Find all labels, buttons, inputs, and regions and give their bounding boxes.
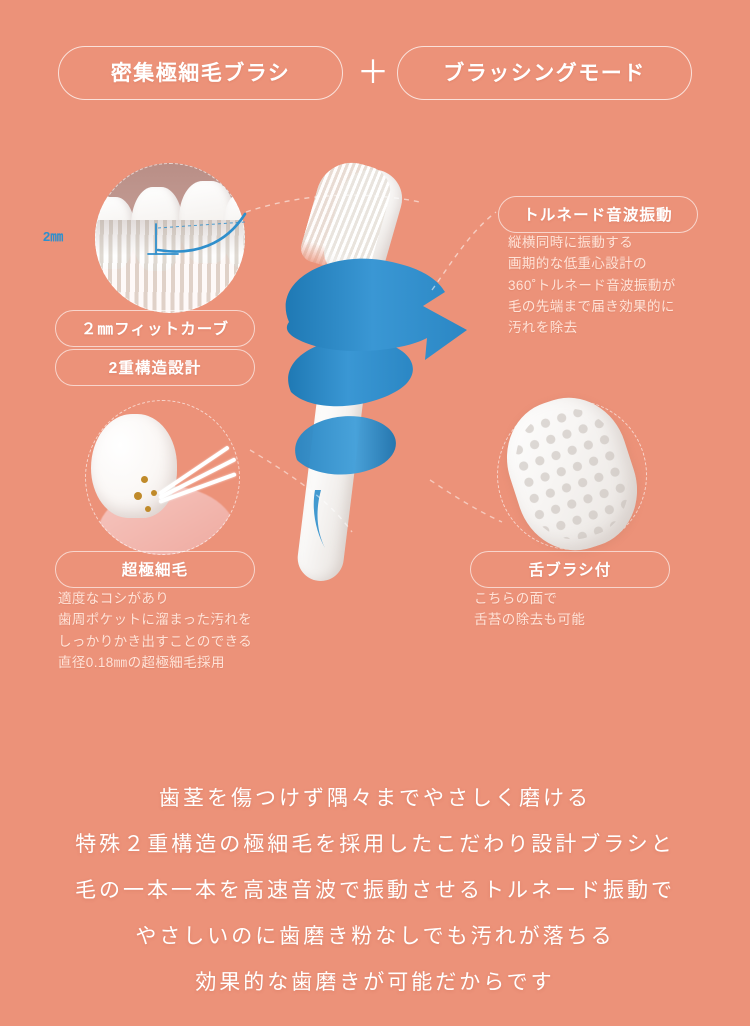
header-pill-mode: ブラッシングモード [397, 46, 692, 100]
connector-lines [245, 194, 503, 533]
ultra-fine-description: 適度なコシがあり 歯周ポケットに溜まった汚れを しっかりかき出すことのできる 直… [58, 591, 253, 670]
summary-copy: 歯茎を傷つけず隅々までやさしく磨ける 特殊２重構造の極細毛を採用したこだわり設計… [0, 775, 750, 1005]
fit-curve-overlay [147, 212, 247, 255]
plus-icon: ＋ [357, 54, 390, 90]
summary-line: やさしいのに歯磨き粉なしでも汚れが落ちる [135, 924, 615, 948]
header-pill-brush: 密集極細毛ブラシ [58, 46, 343, 100]
measure-2mm-label: 2㎜ [43, 229, 64, 244]
pill-tongue-brush: 舌ブラシ付 [470, 551, 670, 588]
tongue-brush-description: こちらの面で 舌苔の除去も可能 [474, 591, 586, 628]
pill-tornado: トルネード音波振動 [498, 196, 698, 233]
toothbrush-illustration [255, 154, 495, 584]
pill-ultra-fine-bristle: 超極細毛 [55, 551, 255, 588]
tornado-description: 縦横同時に振動する 画期的な低重心設計の 360˚トルネード音波振動が 毛の先端… [508, 235, 676, 336]
pill-fit-curve: ２㎜フィットカーブ [55, 310, 255, 347]
summary-line: 効果的な歯磨きが可能だからです [195, 970, 555, 994]
summary-line: 歯茎を傷つけず隅々までやさしく磨ける [159, 786, 591, 810]
summary-line: 特殊２重構造の極細毛を採用したこだわり設計ブラシと [75, 832, 675, 856]
pill-double-structure: 2重構造設計 [55, 349, 255, 386]
tornado-arrow [285, 258, 467, 548]
summary-line: 毛の一本一本を高速音波で振動させるトルネード振動で [75, 878, 675, 902]
header-pill-row: 密集極細毛ブラシ ＋ ブラッシングモード [0, 46, 750, 100]
ultra-fine-dashed-ring [85, 400, 240, 555]
